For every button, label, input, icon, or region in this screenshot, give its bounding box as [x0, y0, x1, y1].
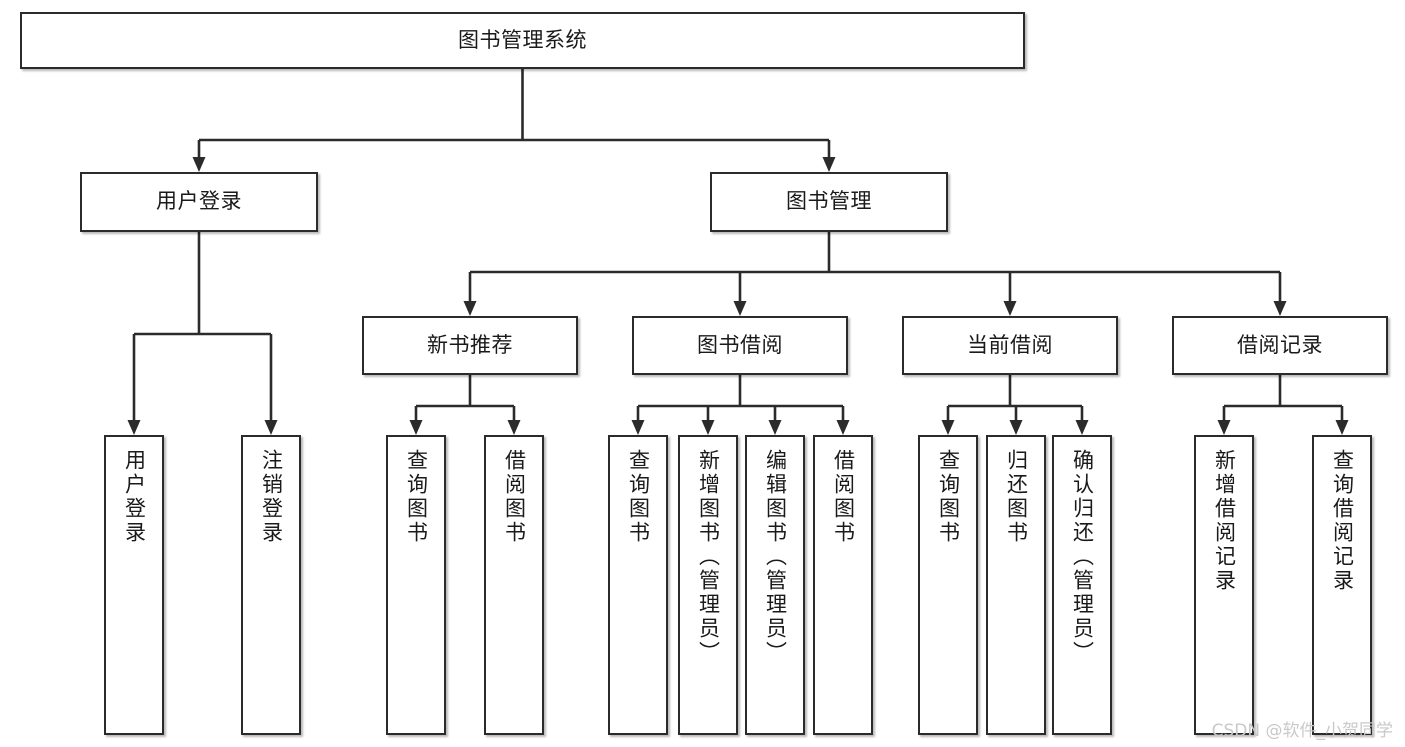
- node-leaf-rec-query[interactable]: 查询图书: [386, 435, 446, 735]
- edge-arrowhead-leaf-br-add: [1217, 420, 1231, 435]
- edge-arrowhead-leaf-user-login: [127, 420, 141, 435]
- node-label-leaf-rec-query: 查询图书: [404, 449, 429, 545]
- node-leaf-bb-edit[interactable]: 编辑图书（管理员）: [745, 435, 805, 735]
- edge-arrowhead-leaf-cb-confirm: [1075, 420, 1089, 435]
- edge-arrowhead-current-borrow: [1003, 301, 1017, 316]
- node-leaf-bb-add[interactable]: 新增图书（管理员）: [678, 435, 738, 735]
- node-label-leaf-bb-borrow: 借阅图书: [831, 449, 856, 545]
- node-label-leaf-bb-query: 查询图书: [626, 449, 651, 545]
- edge-arrowhead-book-borrow: [733, 301, 747, 316]
- node-label-leaf-cb-query: 查询图书: [936, 449, 961, 545]
- node-label-leaf-bb-add: 新增图书（管理员）: [696, 449, 721, 665]
- node-leaf-logout[interactable]: 注销登录: [241, 435, 301, 735]
- node-leaf-bb-query[interactable]: 查询图书: [608, 435, 668, 735]
- edge-arrowhead-leaf-cb-query: [941, 420, 955, 435]
- node-leaf-cb-return[interactable]: 归还图书: [986, 435, 1046, 735]
- node-label-leaf-logout: 注销登录: [259, 449, 284, 545]
- edge-arrowhead-book-manage: [822, 157, 836, 172]
- node-label-leaf-cb-return: 归还图书: [1004, 449, 1029, 545]
- node-current-borrow[interactable]: 当前借阅: [902, 316, 1118, 375]
- edge-arrowhead-leaf-rec-borrow: [507, 420, 521, 435]
- edge-arrowhead-leaf-br-query: [1335, 420, 1349, 435]
- node-label-leaf-user-login: 用户登录: [122, 449, 147, 545]
- node-leaf-cb-query[interactable]: 查询图书: [918, 435, 978, 735]
- watermark-label: CSDN @软件_小贺同学: [1211, 721, 1393, 741]
- node-label-leaf-rec-borrow: 借阅图书: [502, 449, 527, 545]
- edge-arrowhead-leaf-logout: [264, 420, 278, 435]
- edge-arrowhead-leaf-rec-query: [409, 420, 423, 435]
- node-label-borrow-record: 借阅记录: [1237, 332, 1323, 357]
- edge-arrowhead-leaf-cb-return: [1009, 420, 1023, 435]
- edge-arrowhead-leaf-bb-borrow: [836, 420, 850, 435]
- node-label-current-borrow: 当前借阅: [967, 332, 1053, 357]
- node-book-borrow[interactable]: 图书借阅: [632, 316, 848, 375]
- edge-arrowhead-leaf-bb-add: [701, 420, 715, 435]
- edge-arrowhead-user-login: [192, 157, 206, 172]
- node-label-book-manage: 图书管理: [786, 189, 872, 214]
- node-leaf-user-login[interactable]: 用户登录: [104, 435, 164, 735]
- node-leaf-bb-borrow[interactable]: 借阅图书: [813, 435, 873, 735]
- node-label-user-login: 用户登录: [156, 189, 242, 214]
- node-borrow-record[interactable]: 借阅记录: [1172, 316, 1388, 375]
- node-leaf-rec-borrow[interactable]: 借阅图书: [484, 435, 544, 735]
- node-leaf-br-add[interactable]: 新增借阅记录: [1194, 435, 1254, 735]
- node-label-leaf-cb-confirm: 确认归还（管理员）: [1070, 449, 1095, 665]
- edge-arrowhead-borrow-record: [1273, 301, 1287, 316]
- node-label-leaf-br-query: 查询借阅记录: [1330, 449, 1355, 593]
- node-label-new-book-rec: 新书推荐: [427, 332, 513, 357]
- node-label-root: 图书管理系统: [458, 27, 587, 52]
- node-leaf-br-query[interactable]: 查询借阅记录: [1312, 435, 1372, 735]
- node-label-leaf-bb-edit: 编辑图书（管理员）: [763, 449, 788, 665]
- node-user-login[interactable]: 用户登录: [80, 172, 318, 232]
- edge-arrowhead-leaf-bb-edit: [768, 420, 782, 435]
- node-book-manage[interactable]: 图书管理: [710, 172, 948, 232]
- node-root[interactable]: 图书管理系统: [20, 12, 1025, 69]
- node-label-leaf-br-add: 新增借阅记录: [1212, 449, 1237, 593]
- node-label-book-borrow: 图书借阅: [697, 332, 783, 357]
- edge-arrowhead-leaf-bb-query: [631, 420, 645, 435]
- node-leaf-cb-confirm[interactable]: 确认归还（管理员）: [1052, 435, 1112, 735]
- edge-arrowhead-new-book-rec: [463, 301, 477, 316]
- node-new-book-rec[interactable]: 新书推荐: [362, 316, 578, 375]
